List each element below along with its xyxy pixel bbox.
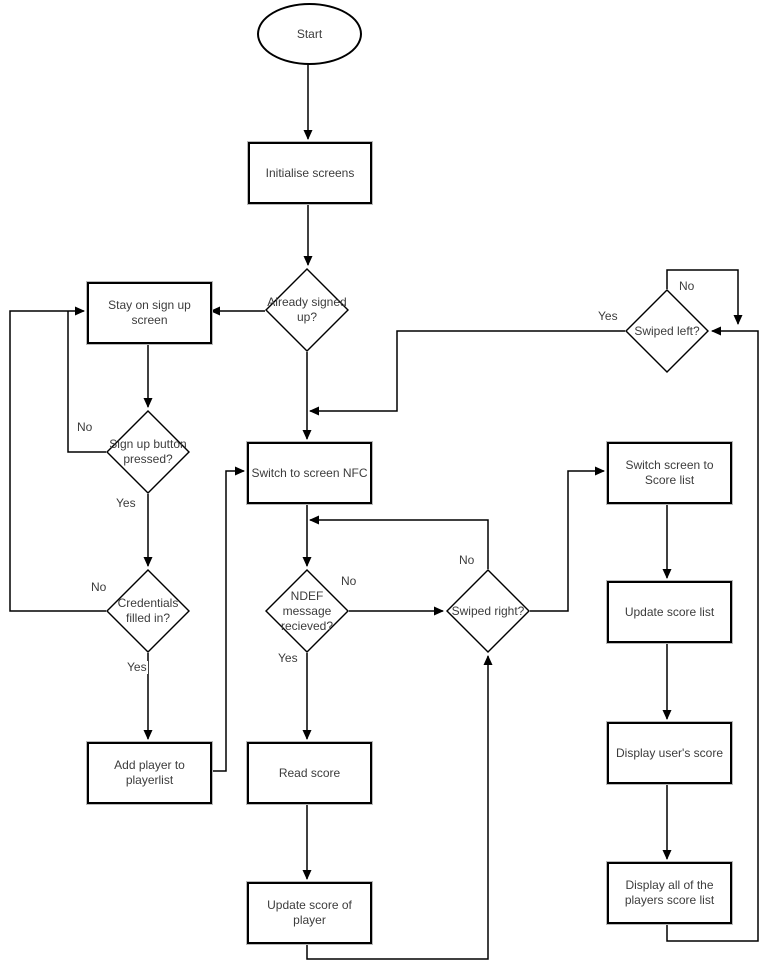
node-display-all-scores: Display all of the players score list	[607, 862, 732, 924]
node-signup-button-pressed-label: Sign up button pressed?	[109, 437, 187, 466]
edge-label-credentials-yes: Yes	[126, 660, 148, 674]
node-switch-to-nfc: Switch to screen NFC	[247, 442, 372, 504]
node-swiped-right-label: Swiped right?	[451, 603, 525, 618]
node-already-signed-up: Already signed up?	[265, 268, 349, 352]
node-already-signed-up-label: Already signed up?	[267, 295, 347, 324]
edge-label-signup-pressed-no: No	[76, 420, 94, 434]
edge-label-ndef-yes: Yes	[277, 651, 299, 665]
node-swiped-right: Swiped right?	[446, 569, 530, 653]
node-add-player-label: Add player to playerlist	[114, 758, 185, 787]
node-initialise-screens-label: Initialise screens	[265, 165, 355, 180]
node-switch-score-list: Switch screen to Score list	[607, 442, 732, 504]
node-swiped-left: Swiped left?	[625, 289, 709, 373]
node-update-score-list-label: Update score list	[624, 604, 715, 619]
edge-swipedright-yes-to-scorelist	[530, 466, 605, 612]
node-update-player-score-label: Update score of player	[267, 898, 352, 927]
node-switch-score-list-label: Switch screen to Score list	[625, 458, 714, 487]
node-ndef-received: NDEF message recieved?	[265, 569, 349, 653]
node-update-player-score: Update score of player	[247, 882, 372, 944]
node-switch-to-nfc-label: Switch to screen NFC	[251, 465, 368, 480]
edge-label-swiped-right-no: No	[458, 553, 476, 567]
edge-label-ndef-no: No	[340, 574, 358, 588]
node-read-score: Read score	[247, 742, 372, 804]
node-initialise-screens: Initialise screens	[248, 142, 372, 204]
node-signup-button-pressed: Sign up button pressed?	[106, 410, 190, 494]
node-read-score-label: Read score	[278, 765, 341, 780]
node-display-user-score: Display user's score	[607, 722, 732, 784]
node-add-player: Add player to playerlist	[87, 742, 212, 804]
node-display-all-scores-label: Display all of the players score list	[624, 878, 715, 907]
node-update-score-list: Update score list	[607, 581, 732, 643]
node-swiped-left-label: Swiped left?	[634, 323, 700, 338]
edge-label-swiped-left-no: No	[678, 279, 696, 293]
node-display-user-score-label: Display user's score	[616, 745, 723, 760]
node-start: Start	[257, 3, 362, 65]
edge-credentials-no-loop	[9, 306, 106, 612]
node-credentials-filled: Credentials filled in?	[106, 569, 190, 653]
edge-label-credentials-no: No	[90, 580, 108, 594]
edge-label-swiped-left-yes: Yes	[597, 309, 619, 323]
edge-addplayer-to-nfc	[208, 466, 245, 772]
node-credentials-filled-label: Credentials filled in?	[117, 596, 179, 625]
edge-swipedleft-yes-loop	[309, 330, 625, 416]
edge-label-signup-pressed-yes: Yes	[115, 496, 137, 510]
node-stay-on-signup: Stay on sign up screen	[87, 282, 212, 344]
node-stay-on-signup-label: Stay on sign up screen	[108, 298, 191, 327]
node-start-label: Start	[296, 26, 323, 41]
node-ndef-received-label: NDEF message recieved?	[280, 588, 334, 633]
